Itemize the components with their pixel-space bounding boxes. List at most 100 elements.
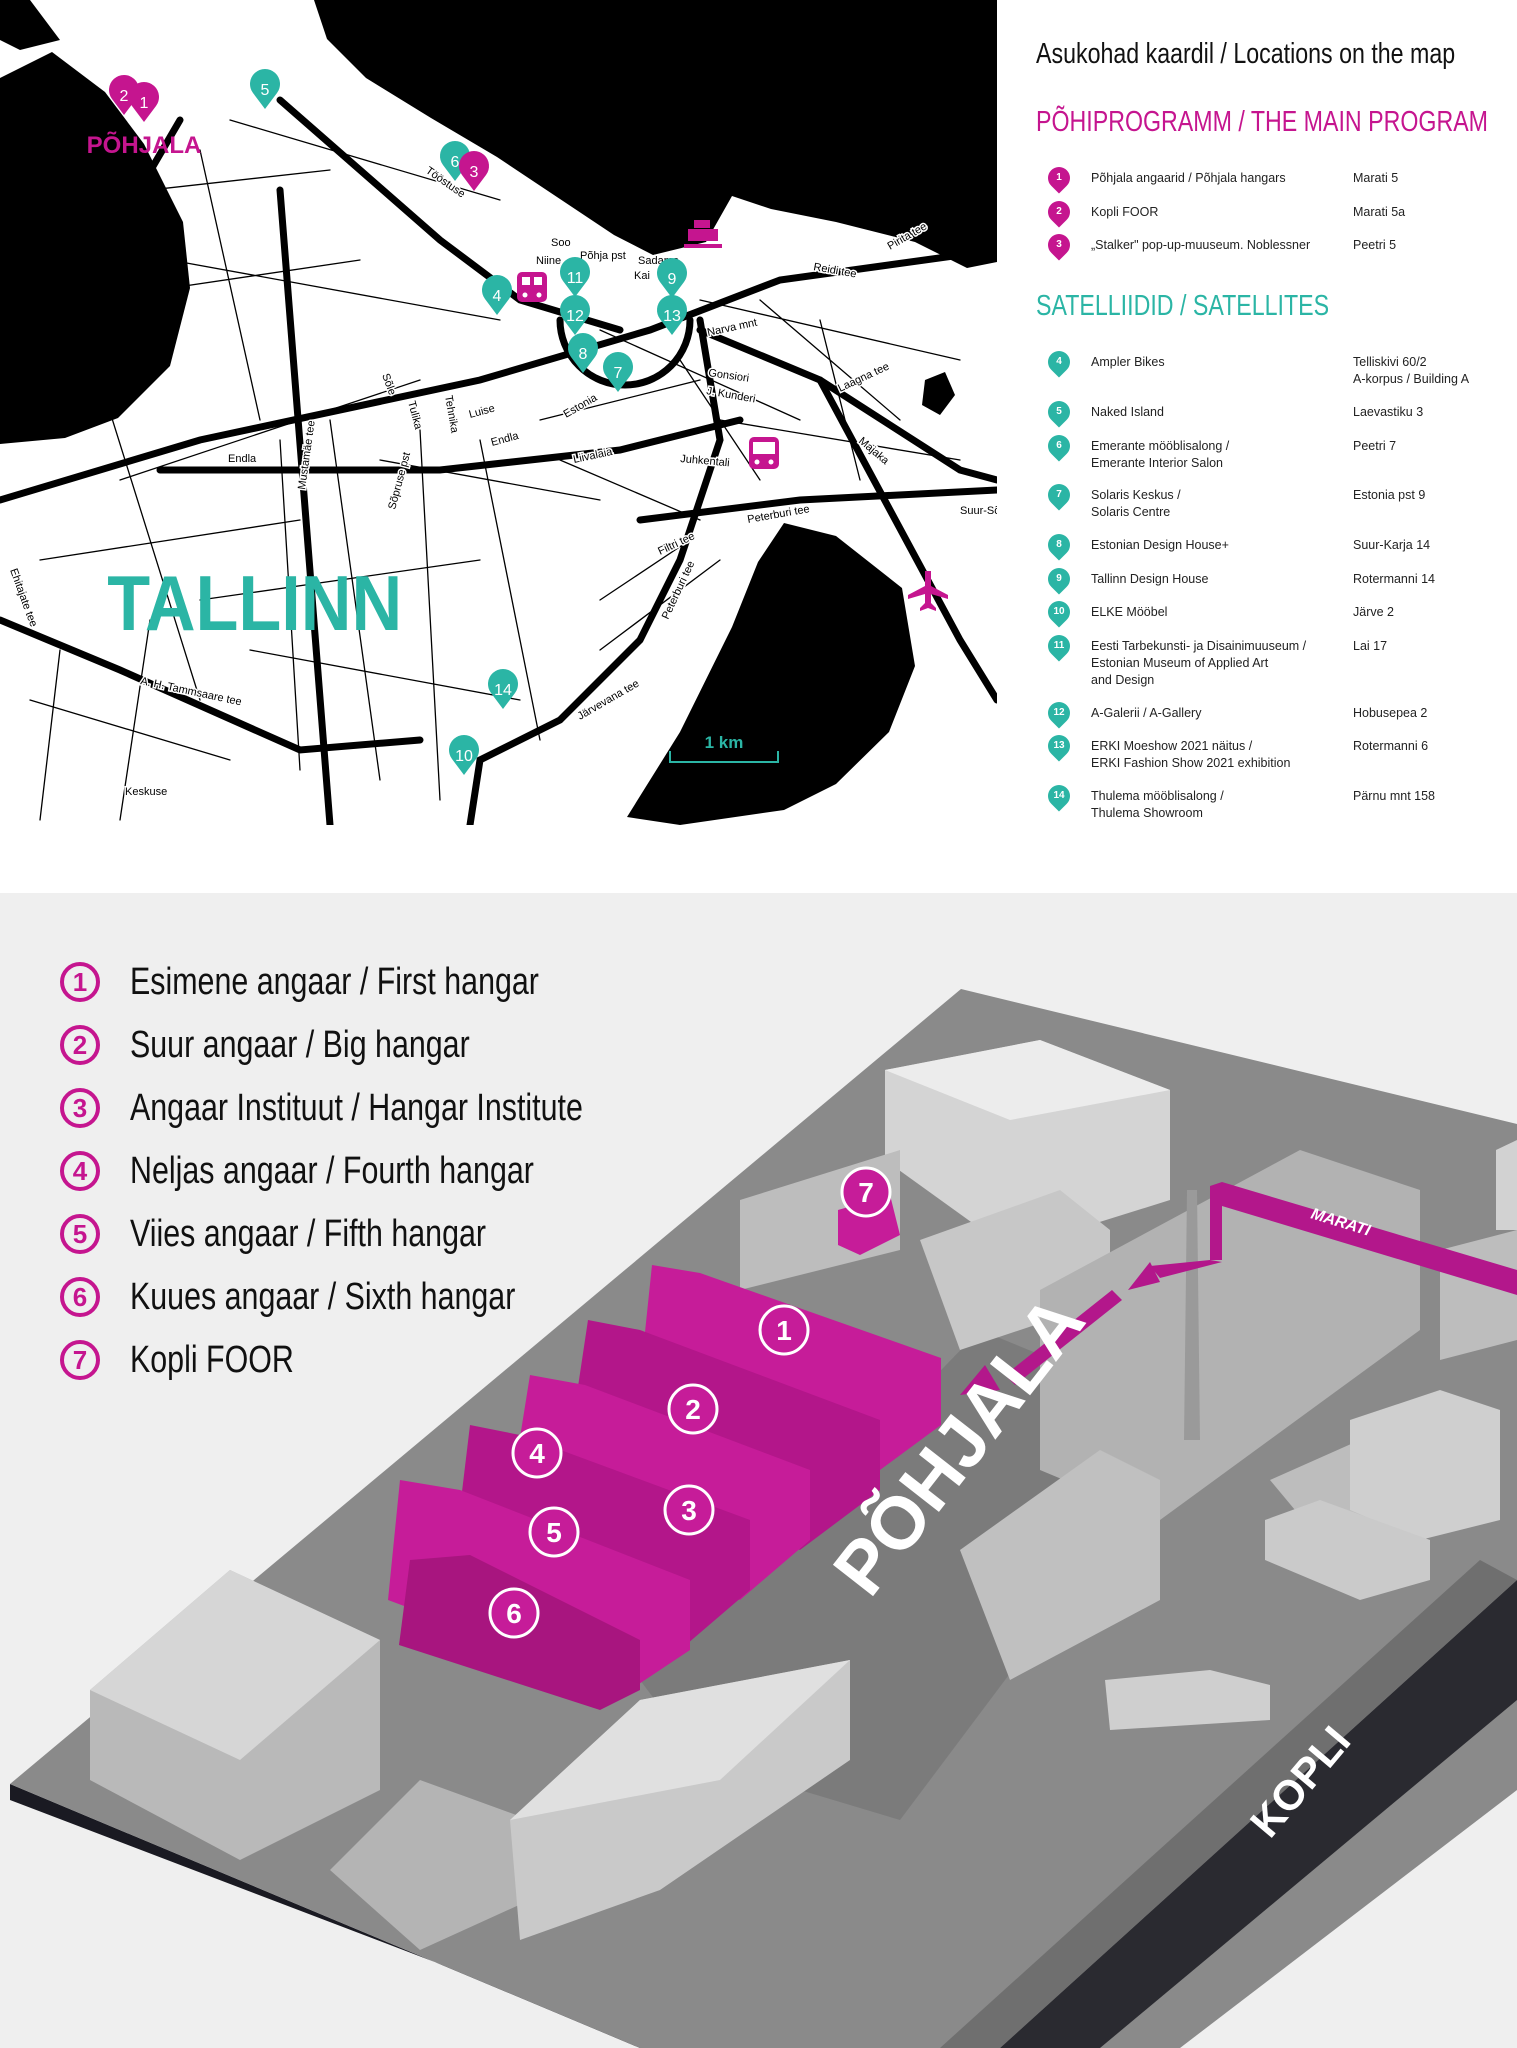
street-label: Endla bbox=[228, 453, 257, 465]
pin-icon: 1 bbox=[1043, 162, 1075, 194]
hangar-number-badges: 1 2 3 4 5 6 7 bbox=[488, 1166, 892, 1639]
hangar-label: Esimene angaar / First hangar bbox=[130, 960, 539, 1003]
map-pin-6[interactable]: 6 bbox=[440, 141, 471, 181]
location-name: Tallinn Design House bbox=[1091, 572, 1209, 586]
map-pin-3[interactable]: 3 bbox=[459, 151, 489, 191]
hangar-badge-number: 6 bbox=[506, 1598, 522, 1629]
pin-number: 12 bbox=[1053, 707, 1065, 718]
pin-icon: 12 bbox=[1043, 697, 1075, 729]
location-address: Peetri 5 bbox=[1353, 238, 1397, 252]
pin-number: 1 bbox=[1056, 172, 1062, 183]
street-label: Kai bbox=[634, 270, 650, 282]
number-circle-icon: 1 bbox=[60, 962, 100, 1002]
map-pin-13[interactable]: 13 bbox=[657, 295, 687, 335]
map-pin-number: 2 bbox=[120, 88, 129, 105]
map-pin-2[interactable]: 2 bbox=[109, 75, 140, 115]
map-pin-8[interactable]: 8 bbox=[568, 333, 598, 373]
hangar-badge-number: 1 bbox=[776, 1315, 792, 1346]
map-pin-number: 14 bbox=[494, 682, 512, 699]
hangar-legend-item: 1 Esimene angaar / First hangar bbox=[60, 957, 641, 1007]
number-circle-icon: 6 bbox=[60, 1277, 100, 1317]
pin-number: 2 bbox=[1056, 206, 1062, 217]
hangar-badge-7: 7 bbox=[840, 1166, 892, 1218]
map-pin-number: 8 bbox=[579, 346, 588, 363]
hangar-label: Viies angaar / Fifth hangar bbox=[130, 1212, 487, 1255]
map-pin-number: 4 bbox=[493, 288, 502, 305]
number-circle-icon: 2 bbox=[60, 1025, 100, 1065]
map-pin-9[interactable]: 9 bbox=[657, 258, 687, 298]
roads bbox=[0, 96, 997, 825]
satellites-heading: SATELLIIDID / SATELLITES bbox=[1036, 290, 1402, 323]
hangar-badge-number: 3 bbox=[681, 1495, 697, 1526]
location-name: Kopli FOOR bbox=[1091, 205, 1159, 219]
hangar-label: Kuues angaar / Sixth hangar bbox=[130, 1275, 516, 1318]
map-pin-number: 12 bbox=[566, 308, 584, 325]
pin-icon: 14 bbox=[1043, 780, 1075, 812]
scale-label: 1 km bbox=[705, 733, 744, 752]
pin-icon: 4 bbox=[1043, 346, 1075, 378]
location-address: Järve 2 bbox=[1353, 605, 1394, 619]
map-pin-number: 13 bbox=[663, 308, 681, 325]
map-pin-number: 11 bbox=[567, 270, 584, 287]
hangar-label: Angaar Instituut / Hangar Institute bbox=[130, 1086, 583, 1129]
map-pin-11[interactable]: 11 bbox=[560, 257, 591, 297]
location-address: Pärnu mnt 158 bbox=[1353, 789, 1435, 803]
map-pin-number: 9 bbox=[668, 271, 677, 288]
hangar-badge-number: 7 bbox=[858, 1177, 874, 1208]
road-kopli bbox=[940, 1560, 1517, 2048]
airplane-icon bbox=[908, 571, 948, 611]
pin-number: 10 bbox=[1053, 606, 1065, 617]
legend-title-text: Asukohad kaardil / Locations on the map bbox=[1036, 38, 1456, 70]
map-pin-1[interactable]: 1 bbox=[129, 82, 159, 122]
street-label: Keskuse bbox=[125, 786, 167, 798]
location-name: ERKI Moeshow 2021 näitus / ERKI Fashion … bbox=[1091, 739, 1291, 770]
hangar-badge-number: 2 bbox=[685, 1394, 701, 1425]
location-name: A-Galerii / A-Gallery bbox=[1091, 706, 1202, 720]
hangar-legend-item: 3 Angaar Instituut / Hangar Institute bbox=[60, 1083, 696, 1133]
pin-number: 6 bbox=[1056, 440, 1062, 451]
pin-icon: 9 bbox=[1043, 563, 1075, 595]
hangar-badge-3: 3 bbox=[663, 1484, 715, 1536]
train-icon bbox=[517, 272, 547, 302]
pin-icon: 7 bbox=[1043, 479, 1075, 511]
map-pin-number: 6 bbox=[451, 154, 460, 171]
location-address: Laevastiku 3 bbox=[1353, 405, 1424, 419]
hangar-label: Neljas angaar / Fourth hangar bbox=[130, 1149, 534, 1192]
hangar-badge-6: 6 bbox=[488, 1587, 540, 1639]
hangar-badge-2: 2 bbox=[667, 1383, 719, 1435]
map-pin-number: 7 bbox=[614, 365, 623, 382]
map-pin-14[interactable]: 14 bbox=[488, 669, 518, 709]
location-address: Rotermanni 14 bbox=[1353, 572, 1435, 586]
location-address: Lai 17 bbox=[1353, 639, 1388, 653]
street-label: Soo bbox=[551, 237, 571, 249]
map-pin-7[interactable]: 7 bbox=[603, 352, 633, 392]
map-pin-number: 5 bbox=[261, 82, 270, 99]
location-name: Emerante mööblisalong / Emerante Interio… bbox=[1091, 439, 1230, 470]
bus-icon bbox=[749, 437, 779, 469]
location-address: Telliskivi 60/2 A-korpus / Building A bbox=[1353, 355, 1470, 386]
number-circle-icon: 3 bbox=[60, 1088, 100, 1128]
map-pin-12[interactable]: 12 bbox=[560, 295, 591, 335]
pin-number: 3 bbox=[1056, 239, 1062, 250]
city-label: TALLINN bbox=[107, 560, 402, 647]
map-pin-5[interactable]: 5 bbox=[250, 69, 280, 109]
map-pin-4[interactable]: 4 bbox=[482, 275, 512, 315]
location-address: Hobusepea 2 bbox=[1353, 706, 1428, 720]
map-pin-10[interactable]: 10 bbox=[449, 735, 479, 775]
city-map: Endla Endla Luise Liivalaia Peterburi te… bbox=[0, 0, 997, 825]
hangar-badge-4: 4 bbox=[511, 1427, 563, 1479]
street-label: Niine bbox=[536, 255, 561, 267]
pin-icon: 8 bbox=[1043, 529, 1075, 561]
location-name: Estonian Design House+ bbox=[1091, 538, 1229, 552]
location-name: „Stalker" pop-up-muuseum. Noblessner bbox=[1091, 238, 1311, 252]
number-circle-icon: 7 bbox=[60, 1340, 100, 1380]
map-pin-number: 1 bbox=[140, 95, 149, 112]
location-name: Thulema mööblisalong / Thulema Showroom bbox=[1091, 789, 1224, 820]
hangar-badge-number: 5 bbox=[546, 1517, 562, 1548]
